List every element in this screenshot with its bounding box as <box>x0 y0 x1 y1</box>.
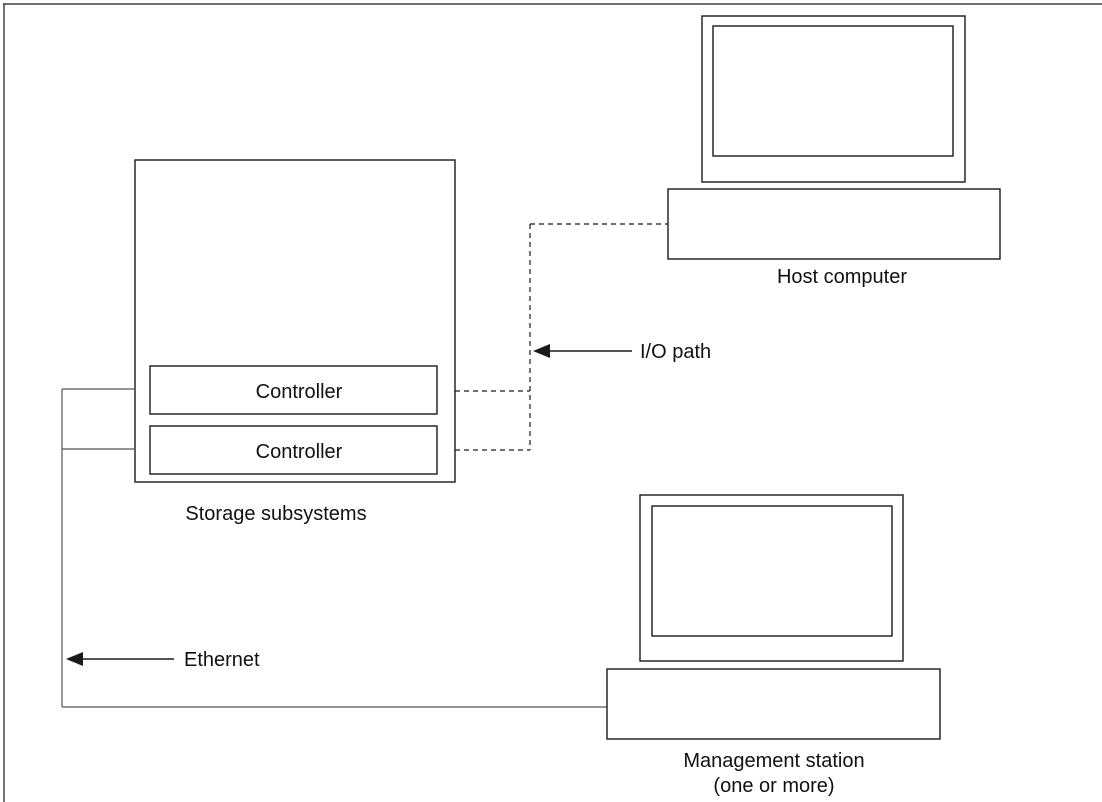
controller-box-1: Controller <box>149 365 438 415</box>
ethernet-label: Ethernet <box>184 649 260 671</box>
controller-box-2: Controller <box>149 425 438 475</box>
storage-cabinet <box>134 159 456 483</box>
io-path-callout: I/O path <box>533 341 711 363</box>
ethernet-arrowhead-icon <box>66 652 83 666</box>
io-path-connection <box>455 223 668 451</box>
management-monitor-screen <box>651 505 893 637</box>
management-station-sublabel: (one or more) <box>713 775 834 797</box>
management-station: Management station (one or more) <box>606 494 941 797</box>
storage-subsystems-label: Storage subsystems <box>185 503 366 525</box>
host-monitor-screen <box>712 25 954 157</box>
host-monitor <box>701 15 966 183</box>
host-computer: Host computer <box>667 15 1001 288</box>
ethernet-connection <box>61 388 607 708</box>
controller-label-1: Controller <box>256 381 343 403</box>
ethernet-callout: Ethernet <box>66 649 260 671</box>
storage-subsystem: Controller Controller Storage subsystems <box>134 159 456 525</box>
management-monitor <box>639 494 904 662</box>
controller-label-2: Controller <box>256 441 343 463</box>
host-base-unit <box>667 188 1001 260</box>
host-computer-label: Host computer <box>777 266 907 288</box>
management-base-unit <box>606 668 941 740</box>
io-path-label: I/O path <box>640 341 711 363</box>
io-path-arrowhead-icon <box>533 344 550 358</box>
management-station-label: Management station <box>683 750 864 772</box>
